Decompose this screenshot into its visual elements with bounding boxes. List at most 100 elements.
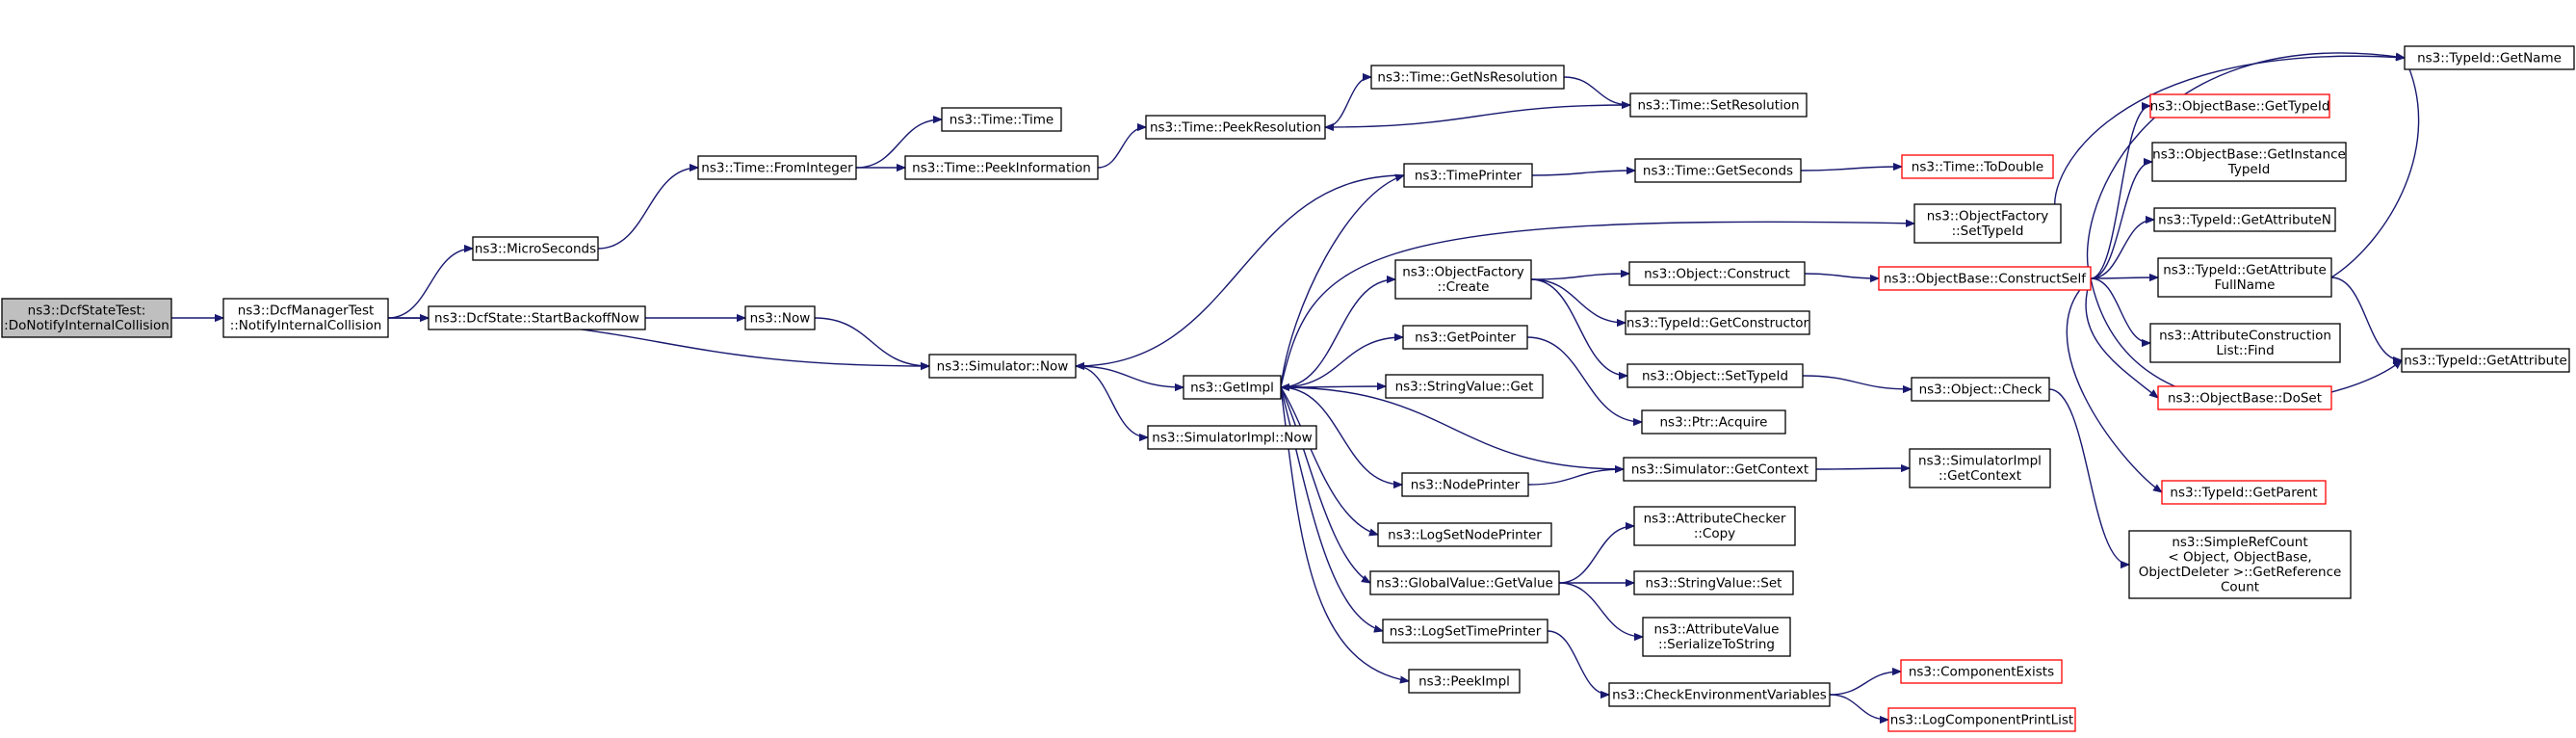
node-getPointer[interactable]: ns3::GetPointer bbox=[1402, 325, 1528, 350]
node-label-line: ns3::LogSetNodePrinter bbox=[1388, 527, 1542, 542]
node-getName[interactable]: ns3::TypeId::GetName bbox=[2404, 45, 2575, 70]
node-setResolution[interactable]: ns3::Time::SetResolution bbox=[1629, 92, 1808, 118]
node-box bbox=[1608, 682, 1831, 707]
node-label-line: ns3::SimpleRefCount bbox=[2172, 535, 2307, 550]
node-logSetNodePrinter[interactable]: ns3::LogSetNodePrinter bbox=[1377, 522, 1552, 547]
node-label-line: ns3::GetImpl bbox=[1190, 380, 1274, 395]
node-timeFromInteger[interactable]: ns3::Time::FromInteger bbox=[697, 155, 857, 180]
node-label-line: ns3::MicroSeconds bbox=[475, 241, 596, 256]
node-peekImpl[interactable]: ns3::PeekImpl bbox=[1408, 669, 1521, 694]
node-box bbox=[941, 107, 1062, 132]
node-label-line: ns3::ObjectBase::DoSet bbox=[2168, 390, 2322, 406]
node-getConstructor[interactable]: ns3::TypeId::GetConstructor bbox=[1625, 310, 1810, 335]
node-simulatorNow[interactable]: ns3::Simulator::Now bbox=[928, 354, 1077, 379]
node-box bbox=[1911, 377, 2050, 402]
node-logComponentPrintList[interactable]: ns3::LogComponentPrintList bbox=[1887, 707, 2076, 732]
edge-getNsResolution-to-setResolution bbox=[1563, 76, 1630, 105]
node-label-line: ns3::TypeId::GetConstructor bbox=[1626, 315, 1809, 330]
node-stringValueGet[interactable]: ns3::StringValue::Get bbox=[1385, 374, 1544, 399]
edge-timePrinter-to-simulatorNow bbox=[1076, 174, 1405, 366]
node-notifyIC[interactable]: ns3::DcfManagerTest::NotifyInternalColli… bbox=[222, 298, 389, 338]
node-obGetTypeId[interactable]: ns3::ObjectBase::GetTypeId bbox=[2149, 93, 2330, 119]
node-label-line: ns3::GlobalValue::GetValue bbox=[1376, 575, 1553, 591]
edge-constructSelf-to-getAttributeN bbox=[2090, 220, 2155, 279]
node-ofSetTypeId[interactable]: ns3::ObjectFactory::SetTypeId bbox=[1913, 203, 2062, 244]
node-box bbox=[1878, 266, 2092, 291]
node-label-line: ns3::TypeId::GetName bbox=[2417, 50, 2562, 66]
node-globalValueGetValue[interactable]: ns3::GlobalValue::GetValue bbox=[1369, 570, 1560, 595]
node-label-line: ns3::ObjectBase::ConstructSelf bbox=[1884, 271, 2087, 286]
node-box bbox=[2157, 257, 2332, 298]
node-startBackoff[interactable]: ns3::DcfState::StartBackoffNow bbox=[428, 305, 646, 330]
node-box bbox=[1900, 659, 2063, 684]
edge-simGetContext-to-getImpl bbox=[1281, 387, 1625, 470]
node-toDouble[interactable]: ns3::Time::ToDouble bbox=[1901, 154, 2054, 179]
node-getAttribute[interactable]: ns3::TypeId::GetAttribute bbox=[2401, 348, 2570, 373]
edge-peekResolution-to-getNsResolution bbox=[1324, 77, 1372, 128]
node-timePrinter[interactable]: ns3::TimePrinter bbox=[1403, 163, 1533, 188]
node-peekInformation[interactable]: ns3::Time::PeekInformation bbox=[904, 155, 1099, 180]
edge-constructSelf-to-acListFind bbox=[2090, 277, 2151, 343]
node-logSetTimePrinter[interactable]: ns3::LogSetTimePrinter bbox=[1382, 619, 1548, 644]
node-ptrAcquire[interactable]: ns3::Ptr::Acquire bbox=[1641, 409, 1786, 435]
node-getNsResolution[interactable]: ns3::Time::GetNsResolution bbox=[1370, 65, 1565, 90]
edge-getImpl-to-ofSetTypeId bbox=[1280, 222, 1914, 388]
edge-checkEnvVars-to-logComponentPrintList bbox=[1829, 694, 1888, 720]
node-checkEnvVars[interactable]: ns3::CheckEnvironmentVariables bbox=[1608, 682, 1831, 707]
node-label-line: ::SetTypeId bbox=[1952, 224, 2024, 239]
node-timeGetSeconds[interactable]: ns3::Time::GetSeconds bbox=[1634, 158, 1802, 183]
node-attrCheckerCopy[interactable]: ns3::AttributeChecker::Copy bbox=[1633, 506, 1796, 546]
node-box bbox=[1629, 92, 1808, 118]
node-box bbox=[1145, 115, 1326, 140]
edge-simulatorNow-to-getImpl bbox=[1075, 365, 1184, 387]
node-box bbox=[2161, 480, 2327, 505]
node-simImplGetContext[interactable]: ns3::SimulatorImpl::GetContext bbox=[1909, 448, 2051, 488]
node-getImpl[interactable]: ns3::GetImpl bbox=[1183, 375, 1282, 400]
node-root[interactable]: ns3::DcfStateTest::DoNotifyInternalColli… bbox=[1, 298, 172, 338]
node-label-line: ns3::ObjectFactory bbox=[1927, 209, 2049, 224]
node-doSet[interactable]: ns3::ObjectBase::DoSet bbox=[2157, 385, 2332, 410]
node-objSetTypeId[interactable]: ns3::Object::SetTypeId bbox=[1626, 363, 1804, 388]
edge-nodePrinter-to-simGetContext bbox=[1527, 469, 1624, 486]
node-getAttributeN[interactable]: ns3::TypeId::GetAttributeN bbox=[2153, 207, 2336, 232]
edge-now-to-simulatorNow bbox=[814, 317, 929, 366]
node-label-line: ns3::Time::GetSeconds bbox=[1643, 163, 1793, 178]
edge-getAttributeFullName-to-getName bbox=[2330, 58, 2420, 278]
node-simulatorImplNow[interactable]: ns3::SimulatorImpl::Now bbox=[1147, 425, 1317, 450]
node-label-line: ns3::SimulatorImpl bbox=[1918, 454, 2042, 469]
edge-objCheck-to-simpleRefCount bbox=[2048, 388, 2130, 565]
node-nodePrinter[interactable]: ns3::NodePrinter bbox=[1401, 472, 1529, 497]
node-box bbox=[1369, 570, 1560, 595]
node-box bbox=[1641, 409, 1786, 435]
node-box bbox=[1385, 374, 1544, 399]
node-box bbox=[1623, 457, 1817, 482]
node-microSeconds[interactable]: ns3::MicroSeconds bbox=[472, 236, 599, 261]
node-ofCreate[interactable]: ns3::ObjectFactory::Create bbox=[1394, 259, 1532, 300]
edge-getPointer-to-ptrAcquire bbox=[1526, 336, 1642, 422]
node-label-line: ns3::DcfStateTest: bbox=[28, 303, 146, 319]
node-label-line: ns3::Simulator::Now bbox=[937, 358, 1069, 374]
node-label-line: ns3::DcfState::StartBackoffNow bbox=[434, 310, 639, 326]
node-objConstruct[interactable]: ns3::Object::Construct bbox=[1628, 261, 1806, 286]
node-getParent[interactable]: ns3::TypeId::GetParent bbox=[2161, 480, 2327, 505]
node-constructSelf[interactable]: ns3::ObjectBase::ConstructSelf bbox=[1878, 266, 2092, 291]
node-now[interactable]: ns3::Now bbox=[744, 305, 816, 330]
node-box bbox=[1402, 325, 1528, 350]
node-label-line: ns3::Now bbox=[750, 310, 811, 326]
node-simpleRefCount[interactable]: ns3::SimpleRefCount< Object, ObjectBase,… bbox=[2128, 530, 2352, 599]
node-stringValueSet[interactable]: ns3::StringValue::Set bbox=[1633, 570, 1794, 595]
node-peekResolution[interactable]: ns3::Time::PeekResolution bbox=[1145, 115, 1326, 140]
node-timeTime[interactable]: ns3::Time::Time bbox=[941, 107, 1062, 132]
node-label-line: ::Copy bbox=[1694, 526, 1735, 541]
node-box bbox=[1408, 669, 1521, 694]
node-label-line: ns3::Simulator::GetContext bbox=[1631, 461, 1808, 477]
node-objCheck[interactable]: ns3::Object::Check bbox=[1911, 377, 2050, 402]
node-simGetContext[interactable]: ns3::Simulator::GetContext bbox=[1623, 457, 1817, 482]
node-attrValueSerialize[interactable]: ns3::AttributeValue::SerializeToString bbox=[1642, 617, 1791, 657]
node-box bbox=[472, 236, 599, 261]
node-componentExists[interactable]: ns3::ComponentExists bbox=[1900, 659, 2063, 684]
node-label-line: ns3::DcfManagerTest bbox=[238, 303, 375, 319]
